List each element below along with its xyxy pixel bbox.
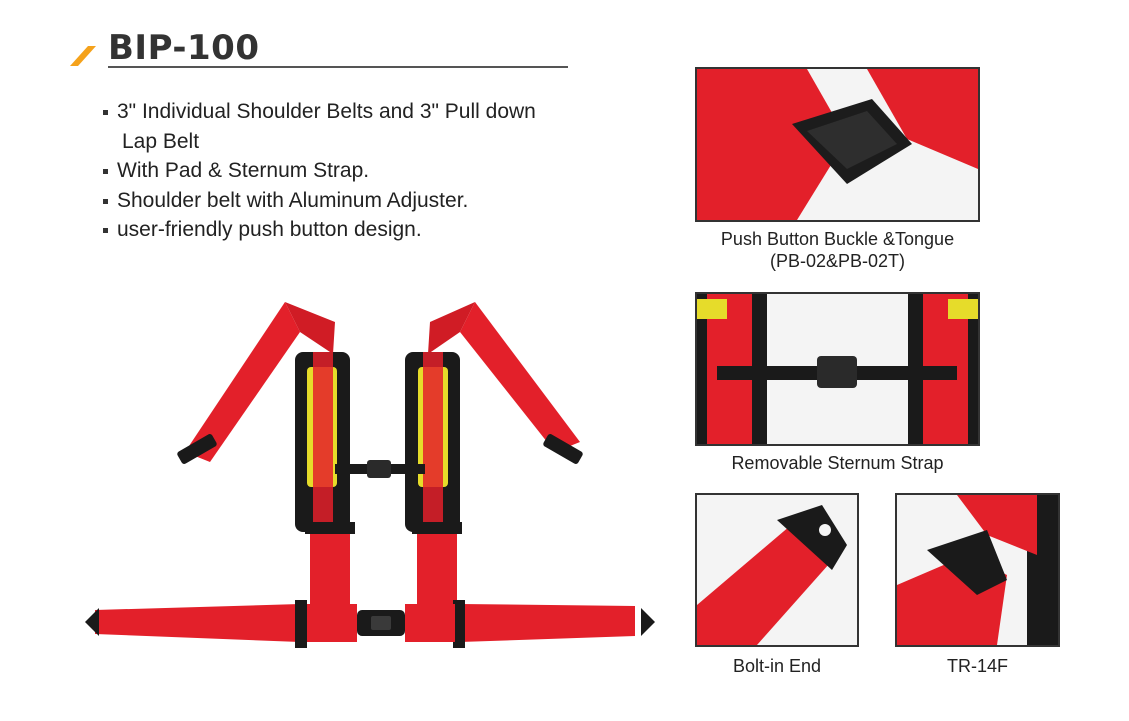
harness-product-image [85, 302, 655, 648]
caption-buckle-line1: Push Button Buckle &Tongue [720, 229, 955, 249]
feature-item: With Pad & Sternum Strap. [103, 156, 593, 186]
product-header: BIP-100 [68, 28, 568, 70]
caption-sternum: Removable Sternum Strap [731, 453, 944, 473]
detail-photo-bolt-in [695, 493, 859, 647]
detail-photo-buckle [695, 67, 980, 222]
detail-photo-sternum [695, 292, 980, 446]
buckle-photo-image [697, 69, 978, 220]
caption-tr14f: TR-14F [946, 656, 1008, 676]
caption-buckle: Push Button Buckle &Tongue (PB-02&PB-02T… [695, 228, 980, 272]
tr14f-photo-image [897, 495, 1058, 645]
feature-list: 3" Individual Shoulder Belts and 3" Pull… [103, 97, 593, 245]
product-title: BIP-100 [108, 28, 260, 68]
title-divider [108, 66, 568, 68]
detail-photo-tr14f [895, 493, 1060, 647]
feature-item: 3" Individual Shoulder Belts and 3" Pull… [103, 97, 593, 127]
caption-bolt-in: Bolt-in End [732, 656, 822, 676]
feature-item: user-friendly push button design. [103, 215, 593, 245]
feature-item-continuation: Lap Belt [122, 129, 200, 153]
bolt-in-photo-image [697, 495, 857, 645]
feature-item: Shoulder belt with Aluminum Adjuster. [103, 186, 593, 216]
title-accent-icon [70, 46, 96, 66]
caption-buckle-line2: (PB-02&PB-02T) [769, 251, 906, 271]
sternum-photo-image [697, 294, 978, 444]
